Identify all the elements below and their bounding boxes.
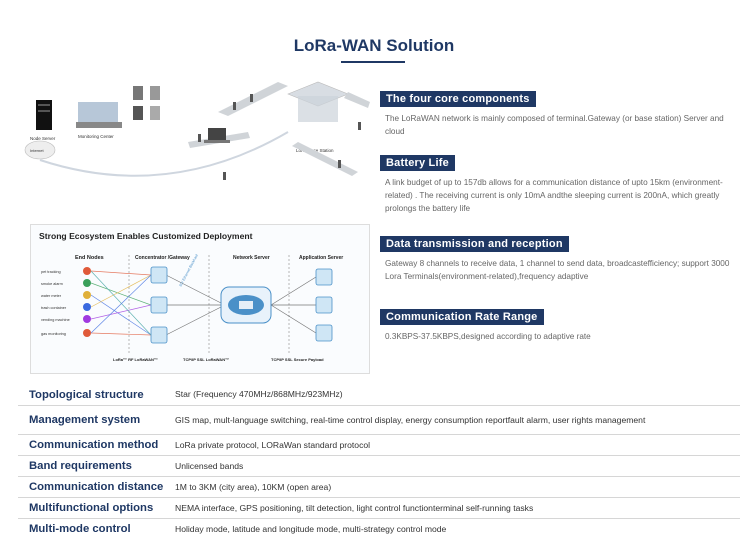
connection-lines <box>90 270 317 336</box>
device-icons <box>133 86 160 120</box>
end-nodes-label: End Nodes <box>75 255 104 261</box>
feature-heading: The four core components <box>380 91 536 107</box>
page-title: LoRa-WAN Solution <box>293 36 455 55</box>
feature-heading: Battery Life <box>380 155 455 171</box>
feature-heading: Data transmission and reception <box>380 236 569 252</box>
spec-row: Multifunctional options NEMA interface, … <box>18 498 740 519</box>
node-label: pet tracking <box>41 270 61 274</box>
spec-label: Topological structure <box>29 388 144 401</box>
ecosystem-graphic: End Nodes Concentrator /Gateway Network … <box>41 253 343 362</box>
ecosystem-diagram: Strong Ecosystem Enables Customized Depl… <box>30 224 370 374</box>
spec-row: Communication method LoRa private protoc… <box>18 435 740 456</box>
spec-label: Multi-mode control <box>29 523 131 535</box>
spec-row: Communication distance 1M to 3KM (city a… <box>18 477 740 498</box>
spec-value: Holiday mode, latitude and longitude mod… <box>175 523 447 534</box>
title-underline <box>341 61 405 63</box>
spec-value: GIS map, mult-language switching, real-t… <box>175 414 646 425</box>
feature-rate-range: Communication Rate Range 0.3KBPS-37.5KBP… <box>380 307 742 343</box>
end-node-icons <box>83 267 91 337</box>
ecosystem-title: Strong Ecosystem Enables Customized Depl… <box>39 231 253 241</box>
network-server-cloud-icon <box>220 286 272 324</box>
node-label: smoke alarm <box>41 282 63 286</box>
rf-label: LoRa™ RF LoRaWAN™ <box>113 357 158 362</box>
spec-row: Topological structure Star (Frequency 47… <box>18 384 740 406</box>
base-station-label: LoRa Base Station <box>296 148 334 153</box>
feature-body: Gateway 8 channels to receive data, 1 ch… <box>385 259 730 281</box>
gateway-icons <box>150 266 168 344</box>
spec-label: Multifunctional options <box>29 502 154 514</box>
monitoring-center-label: Monitoring Center <box>78 134 114 139</box>
spec-value: Star (Frequency 470MHz/868MHz/923MHz) <box>175 389 343 399</box>
spec-label: Band requirements <box>29 460 132 472</box>
node-label: gas monitoring <box>41 332 66 336</box>
feature-data-transmission: Data transmission and reception Gateway … <box>380 234 742 283</box>
spec-label: Communication method <box>29 439 159 451</box>
spec-label: Management system <box>29 414 141 426</box>
spec-row: Band requirements Unlicensed bands <box>18 456 740 477</box>
network-diagram: Node Server Monitoring Center Internet L… <box>24 81 370 180</box>
application-server-icons <box>315 268 333 342</box>
feature-core-components: The four core components The LoRaWAN net… <box>380 89 742 138</box>
spec-table: Topological structure Star (Frequency 47… <box>18 384 740 539</box>
endpoint-icons <box>198 94 361 180</box>
tcp-gateway-label: TCP/IP SSL LoRaWAN™ <box>183 357 229 362</box>
spec-row: Multi-mode control Holiday mode, latitud… <box>18 519 740 539</box>
spec-label: Communication distance <box>29 481 164 493</box>
spec-value: 1M to 3KM (city area), 10KM (open area) <box>175 481 332 492</box>
node-label: water meter <box>41 294 62 298</box>
internet-cloud-icon <box>24 140 56 160</box>
gateway-label: Concentrator /Gateway <box>135 255 190 261</box>
network-server-label: Network Server <box>233 255 270 261</box>
node-server-label: Node Server <box>30 136 56 141</box>
feature-battery-life: Battery Life A link budget of up to 157d… <box>380 153 742 215</box>
feature-heading: Communication Rate Range <box>380 309 544 325</box>
base-station-icon <box>287 81 349 122</box>
feature-body: The LoRaWAN network is mainly composed o… <box>385 114 724 136</box>
spec-value: NEMA interface, GPS positioning, tilt de… <box>175 502 534 513</box>
monitoring-center-icon <box>76 102 122 128</box>
spec-value: Unlicensed bands <box>175 460 244 471</box>
spec-value: LoRa private protocol, LORaWan standard … <box>175 439 371 450</box>
tcp-app-label: TCP/IP SSL Secure Payload <box>271 357 324 362</box>
feature-body: 0.3KBPS-37.5KBPS,designed according to a… <box>385 332 591 341</box>
spec-row: Management system GIS map, mult-language… <box>18 406 740 435</box>
internet-label: Internet <box>30 148 44 153</box>
feature-body: A link budget of up to 157db allows for … <box>385 178 723 213</box>
node-label: vending machine <box>41 318 70 322</box>
app-server-label: Application Server <box>299 255 343 261</box>
node-label: trash container <box>41 306 67 310</box>
node-server-icon <box>36 100 52 130</box>
